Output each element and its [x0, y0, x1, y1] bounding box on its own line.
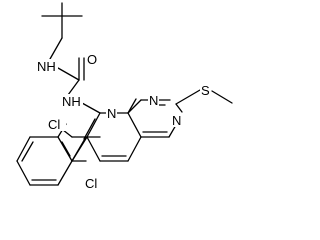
atom-chlorine-bottom: Cl: [85, 176, 97, 191]
atom-labels: NH O NH N N N S Cl Cl: [36, 52, 211, 191]
dichlorophenyl-ring: [16, 123, 101, 186]
urea-linker: [57, 57, 85, 96]
atom-nh-mid: NH: [62, 94, 81, 109]
atom-nitrogen-2: N: [149, 93, 158, 108]
nh-ring-bond: [81, 102, 101, 114]
atom-nh-top: NH: [37, 59, 56, 74]
atom-chlorine-top: Cl: [48, 117, 60, 132]
atom-nitrogen-1: N: [107, 106, 116, 121]
atom-sulfur: S: [201, 83, 210, 98]
tert-butyl-group: [41, 2, 83, 60]
atom-nitrogen-3: N: [172, 113, 181, 128]
bicyclic-core: [83, 98, 183, 162]
atom-oxygen: O: [87, 52, 97, 67]
structure-diagram: NH O NH N N N S Cl Cl: [16, 2, 233, 191]
methylthio-group: [175, 89, 233, 105]
